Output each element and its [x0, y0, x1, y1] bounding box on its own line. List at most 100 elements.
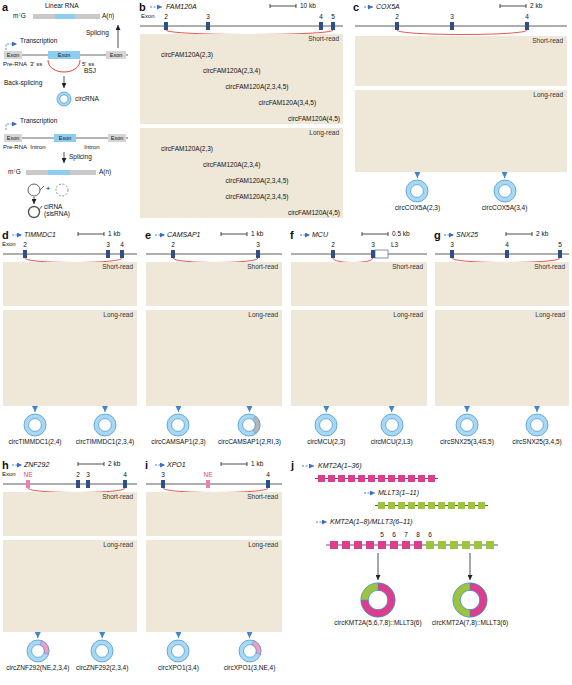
exon-box — [450, 250, 454, 258]
ring-base — [94, 414, 116, 436]
circrna-node: circSNX25(3,4,5) — [511, 413, 563, 445]
circrna-name: circXPO1(3,NE,4) — [223, 664, 277, 671]
circrna-name: circMCU(2,3) — [306, 438, 346, 445]
annotation-label: Intron — [30, 144, 45, 151]
isoform-name: circFAM120A(2,3) — [161, 51, 213, 58]
exon-box — [474, 541, 482, 549]
ring-segment — [470, 583, 487, 617]
exon-box — [395, 22, 399, 30]
annotation-label: 4 — [319, 13, 323, 20]
scale-bar — [221, 464, 247, 465]
scale-tick — [104, 232, 105, 236]
gene-name: FAM120A — [166, 3, 197, 11]
exon-box — [86, 480, 90, 488]
circrna-ring — [23, 413, 47, 437]
annotation-label: Pre-RNA — [3, 61, 27, 68]
ring-group — [315, 414, 337, 436]
process-arrow — [34, 197, 35, 204]
annotation-label: 2 kb — [536, 230, 548, 237]
exon-box — [319, 22, 323, 30]
gene-name: SNX25 — [456, 231, 478, 239]
scale-bar — [78, 234, 104, 235]
exon-box — [462, 541, 470, 549]
annotation-label: ciRNA (sisRNA) — [44, 203, 78, 218]
exon-box — [354, 541, 362, 549]
exon-box — [525, 22, 529, 30]
gene-name: MCU — [312, 231, 328, 239]
gene-direction-arrow — [364, 7, 373, 8]
circrna-ring — [493, 179, 517, 203]
annotation-label: Exon — [7, 135, 20, 141]
exon-box — [414, 541, 422, 549]
circrna-name: circXPO1(3,4) — [157, 664, 200, 671]
panel-letter: f — [290, 229, 294, 242]
ring-base — [24, 414, 46, 436]
annotation-label: 1 kb — [251, 230, 263, 237]
isoform-name: circFAM120A(2,3) — [161, 145, 213, 152]
band-heading: Short-read — [392, 263, 423, 270]
ring-base — [27, 640, 49, 662]
circrna-name: circKMT2A(5,6,7,8)::MLLT3(6) — [333, 619, 422, 626]
annotation-label: 5′ ss — [82, 61, 94, 68]
annotation-label: Transcription — [20, 117, 57, 124]
lariat-tail — [39, 206, 42, 210]
annotation-label: 3 — [450, 241, 454, 248]
rna-bar — [33, 14, 100, 19]
isoform-name: circFAM120A(4,5) — [288, 209, 340, 216]
exon-box — [26, 480, 30, 488]
exon-box — [408, 475, 415, 482]
gene-line — [326, 545, 498, 546]
exon-box — [438, 502, 445, 509]
annotation-label: 4 — [505, 241, 509, 248]
ring-group — [239, 640, 261, 662]
exon-box — [505, 250, 509, 258]
scale-tick — [362, 232, 363, 236]
ring-base — [456, 414, 478, 436]
read-to-circle-arrow — [37, 632, 38, 638]
circrna-node: circMCU(2,L3) — [370, 413, 414, 445]
annotation-label: circRNA — [75, 95, 99, 102]
band-heading: Long-read — [103, 541, 133, 548]
exon-box — [408, 502, 415, 509]
circrna-node: circZNF292(2,3,4) — [75, 639, 129, 671]
scale-tick — [247, 232, 248, 236]
circrna-ring — [452, 582, 488, 618]
scale-tick — [221, 462, 222, 466]
gene-line — [3, 484, 137, 485]
exon-box — [398, 502, 405, 509]
ring-group — [406, 180, 428, 202]
panel-letter: i — [145, 459, 148, 472]
circrna-ring — [360, 582, 396, 618]
circrna-ring — [380, 413, 404, 437]
read-band: Long-read — [435, 310, 569, 406]
exon-box — [438, 541, 446, 549]
circrna-ring — [455, 413, 479, 437]
annotation-label: + — [46, 184, 51, 193]
read-to-circle-arrow — [417, 172, 418, 178]
scale-tick — [104, 462, 105, 466]
scale-tick — [388, 232, 389, 236]
read-band: Short-read — [355, 36, 567, 86]
exon-box — [123, 480, 127, 488]
read-band: Long-read — [291, 310, 427, 406]
read-band: Long-read — [146, 310, 282, 406]
read-to-circle-arrow — [537, 406, 538, 412]
band-heading: Short-read — [247, 263, 278, 270]
read-to-circle-arrow — [249, 632, 250, 638]
read-to-circle-arrow — [504, 172, 505, 178]
circrna-node: circMCU(2,3) — [306, 413, 346, 445]
read-to-circle-arrow — [391, 406, 392, 412]
ring-segment — [251, 641, 260, 655]
isoform-name: circFAM120A(4,5) — [288, 115, 340, 122]
exon-box — [256, 250, 260, 258]
read-band: Short-read — [3, 492, 137, 536]
exon-box — [4, 134, 22, 142]
exon-box — [120, 250, 124, 258]
exon-box — [478, 502, 485, 509]
gene-direction-arrow — [364, 493, 375, 494]
gene-line — [140, 26, 343, 27]
exon-box — [206, 22, 210, 30]
exon-box — [428, 475, 435, 482]
read-band: Short-read — [146, 262, 282, 306]
